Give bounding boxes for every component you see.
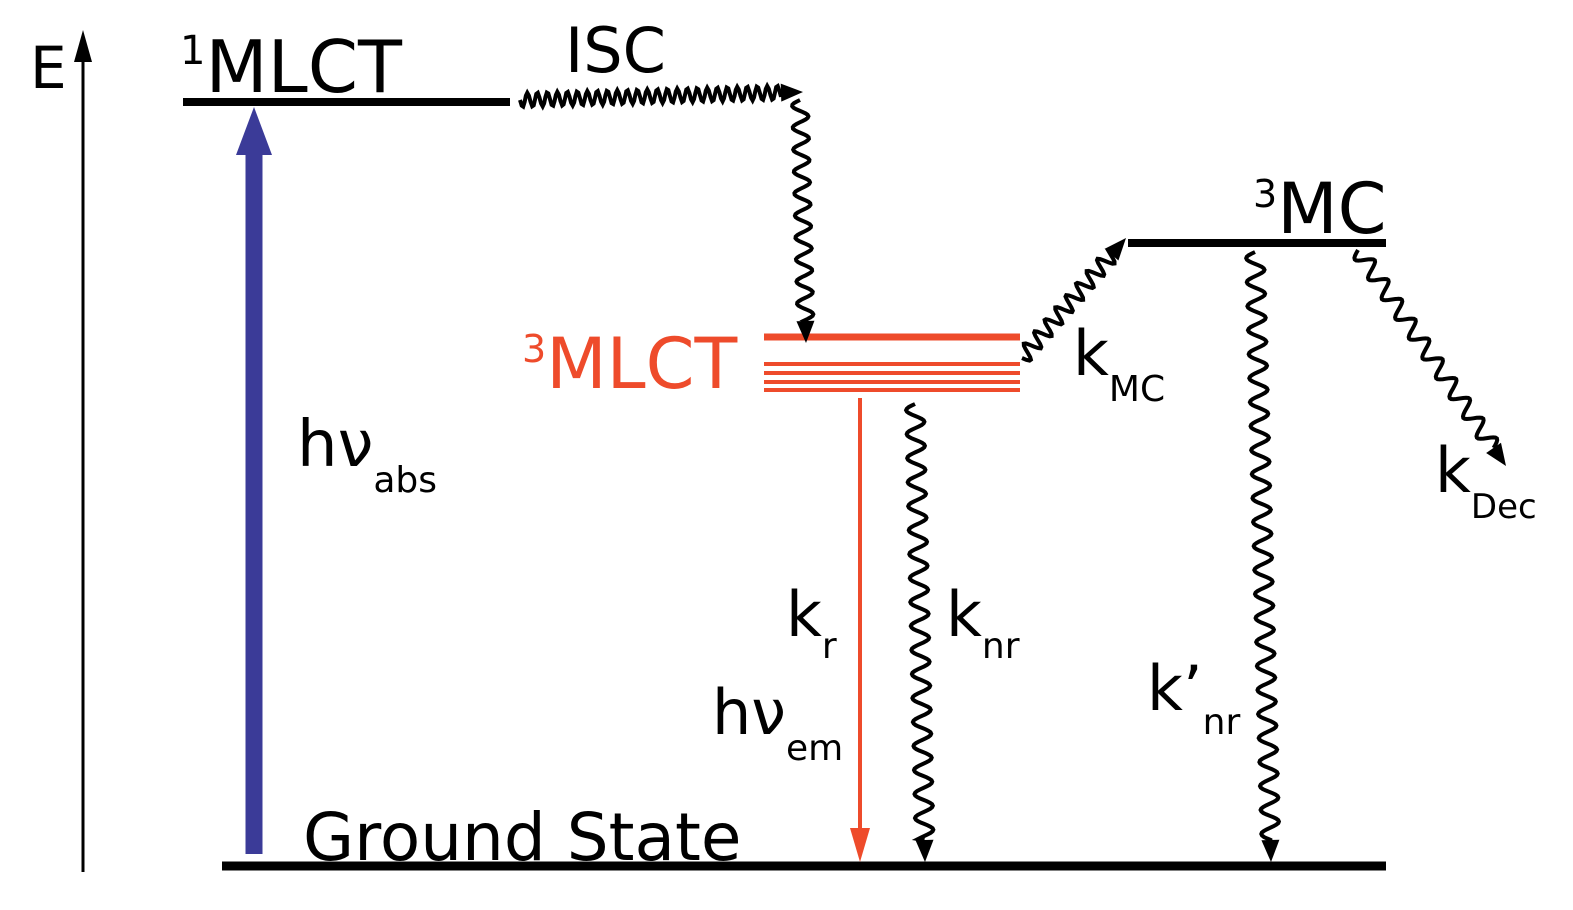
wavy-transitions <box>518 81 1506 862</box>
emission-arrowhead-icon <box>850 828 870 862</box>
knr-label: knr <box>946 578 1020 667</box>
kmc-arrowhead-icon <box>1104 238 1126 261</box>
axis-label: E <box>30 34 67 102</box>
absorption-arrow <box>236 107 272 854</box>
kmc-label: kMC <box>1073 317 1165 410</box>
triplet-mlct-level <box>764 333 1020 392</box>
triplet-mlct-label: 3MLCT <box>522 323 737 405</box>
kr-label: kr <box>786 578 837 667</box>
kmc-wave <box>1021 248 1117 363</box>
knr-prime-wave <box>1244 250 1282 842</box>
isc-label: ISC <box>565 14 666 87</box>
ground-state-level: Ground State <box>222 799 1386 876</box>
ground-state-label: Ground State <box>303 799 741 876</box>
emission-label: hνem <box>712 676 843 769</box>
kdec-label: kDec <box>1435 434 1537 527</box>
triplet-mc-label: 3MC <box>1253 168 1386 250</box>
isc-vertical-wave <box>790 98 816 323</box>
kdec-wave <box>1352 249 1500 449</box>
emission-arrow <box>850 398 870 862</box>
knr-prime-arrowhead-icon <box>1261 839 1280 862</box>
isc-horizontal-wave <box>518 81 783 111</box>
knr-arrowhead-icon <box>915 839 934 862</box>
absorption-arrowhead-icon <box>236 107 272 155</box>
singlet-mlct-level: 1MLCT <box>180 25 510 109</box>
kdec-arrowhead-icon <box>1486 442 1506 466</box>
knr-wave <box>903 402 936 842</box>
axis-arrow-icon <box>74 30 92 62</box>
isc-horizontal-arrowhead-icon <box>780 83 803 102</box>
energy-axis: E <box>30 30 92 872</box>
absorption-label: hνabs <box>297 408 437 501</box>
isc-vertical-arrowhead-icon <box>796 320 815 343</box>
knr-prime-label: k’nr <box>1147 652 1240 743</box>
singlet-mlct-label: 1MLCT <box>180 25 403 109</box>
